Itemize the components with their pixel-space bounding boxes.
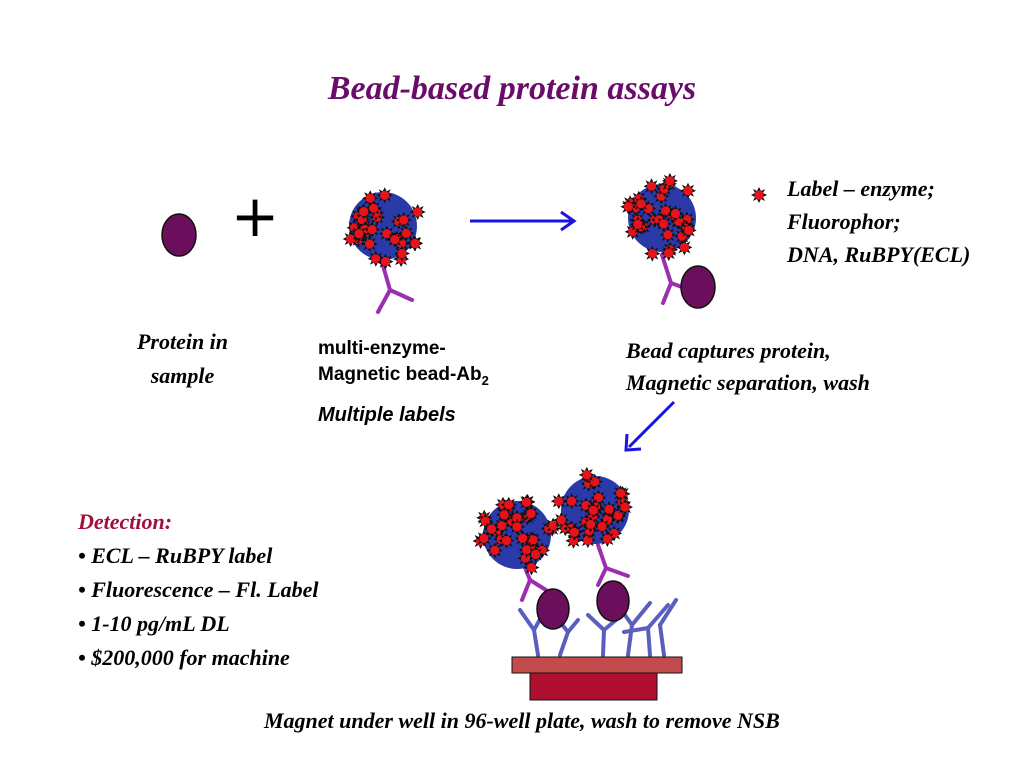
enzyme-label-mark	[527, 546, 544, 563]
enzyme-label-mark	[601, 501, 618, 518]
enzyme-label-mark	[660, 245, 677, 262]
capture-label-line1: Bead captures protein,	[626, 338, 831, 363]
plus-sign: +	[231, 182, 280, 250]
enzyme-label-mark	[680, 222, 697, 239]
enzyme-label-mark	[407, 235, 424, 252]
enzyme-label-mark	[633, 195, 650, 212]
enzyme-label-mark	[582, 516, 599, 533]
enzyme-label-mark	[483, 521, 500, 537]
captured-protein	[680, 265, 716, 309]
enzyme-label-mark	[655, 215, 672, 232]
bottom-bead-complex-right	[550, 466, 633, 622]
captured-protein	[536, 588, 570, 630]
enzyme-label-mark	[355, 203, 372, 220]
magnetic-bead	[620, 172, 697, 262]
enzyme-label-mark	[566, 524, 583, 541]
enzyme-label-mark	[394, 245, 410, 262]
bead-label-subscript: 2	[481, 372, 489, 388]
legend-line2: Fluorophor;	[787, 209, 901, 234]
enzyme-label-mark	[395, 212, 412, 228]
enzyme-label-mark	[496, 506, 513, 523]
enzyme-label-mark	[612, 485, 629, 502]
enzyme-label-mark	[680, 182, 696, 199]
enzyme-label-mark	[550, 493, 567, 510]
enzyme-label-mark	[362, 190, 379, 207]
magnetic-bead	[472, 493, 562, 576]
bead-label-line3: Multiple labels	[318, 403, 456, 426]
enzyme-label-mark	[578, 466, 595, 483]
enzyme-label-mark	[553, 512, 570, 528]
detection-item: • ECL – RuBPY label	[78, 543, 273, 568]
bead-label-line2: Magnetic bead-Ab2	[318, 362, 489, 394]
enzyme-label-mark	[376, 187, 393, 204]
protein-molecule	[161, 213, 197, 257]
protein-label-line1: Protein in	[136, 329, 229, 354]
enzyme-label-mark	[523, 505, 539, 522]
capture-label: Bead captures protein, Magnetic separati…	[626, 335, 870, 399]
well-plate	[511, 656, 683, 674]
enzyme-label-mark	[377, 253, 394, 270]
antibody-y	[376, 260, 414, 314]
detection-item: • $200,000 for machine	[78, 645, 290, 670]
arrow-down-left	[624, 400, 676, 452]
enzyme-label-mark	[409, 204, 426, 220]
enzyme-label-mark	[509, 518, 526, 535]
enzyme-label-mark	[523, 559, 540, 576]
enzyme-label-mark	[364, 221, 381, 238]
enzyme-label-mark	[585, 502, 602, 519]
enzyme-label-mark	[644, 245, 661, 262]
detection-item: • 1-10 pg/mL DL	[78, 611, 230, 636]
slide-title: Bead-based protein assays	[327, 70, 697, 107]
magnet	[529, 672, 658, 701]
protein-label-line2: sample	[150, 363, 215, 388]
enzyme-label-mark	[498, 532, 515, 549]
bead-label-line2-text: Magnetic bead-Ab	[318, 364, 482, 385]
legend-line1: Label – enzyme;	[787, 176, 935, 201]
enzyme-label-mark	[661, 172, 678, 189]
protein-label: Protein in sample	[110, 325, 255, 393]
bead-captured-protein	[620, 172, 716, 309]
bead-antibody-complex	[342, 187, 426, 314]
enzyme-label-mark	[620, 198, 637, 215]
detection-list: Detection: • ECL – RuBPY label • Fluores…	[78, 505, 319, 675]
magnetic-bead	[550, 466, 633, 549]
enzyme-label-mark	[486, 542, 503, 559]
enzyme-label-icon	[751, 187, 767, 203]
detection-heading: Detection:	[78, 509, 173, 534]
enzyme-label-mark	[493, 517, 510, 534]
enzyme-label-mark	[351, 225, 367, 242]
legend-line3: DNA, RuBPY(ECL)	[787, 242, 971, 267]
enzyme-label-mark	[629, 216, 646, 233]
capture-label-line2: Magnetic separation, wash	[626, 370, 870, 395]
enzyme-label-mark	[676, 239, 693, 256]
arrow-right	[470, 210, 577, 232]
bead-label: multi-enzyme- Magnetic bead-Ab2 Multiple…	[318, 336, 489, 428]
captured-protein	[596, 580, 630, 622]
enzyme-label-mark	[599, 531, 616, 547]
bead-label-line1: multi-enzyme-	[318, 338, 446, 359]
enzyme-label-mark	[643, 178, 660, 195]
detection-item: • Fluorescence – Fl. Label	[78, 577, 319, 602]
label-legend: Label – enzyme; Fluorophor; DNA, RuBPY(E…	[787, 172, 970, 271]
bottom-bead-complex-left	[472, 493, 570, 630]
magnetic-bead	[342, 187, 426, 270]
bottom-caption: Magnet under well in 96-well plate, wash…	[264, 708, 780, 733]
enzyme-label-mark	[667, 205, 684, 222]
enzyme-label-mark	[398, 225, 415, 242]
enzyme-label-mark	[617, 499, 633, 516]
